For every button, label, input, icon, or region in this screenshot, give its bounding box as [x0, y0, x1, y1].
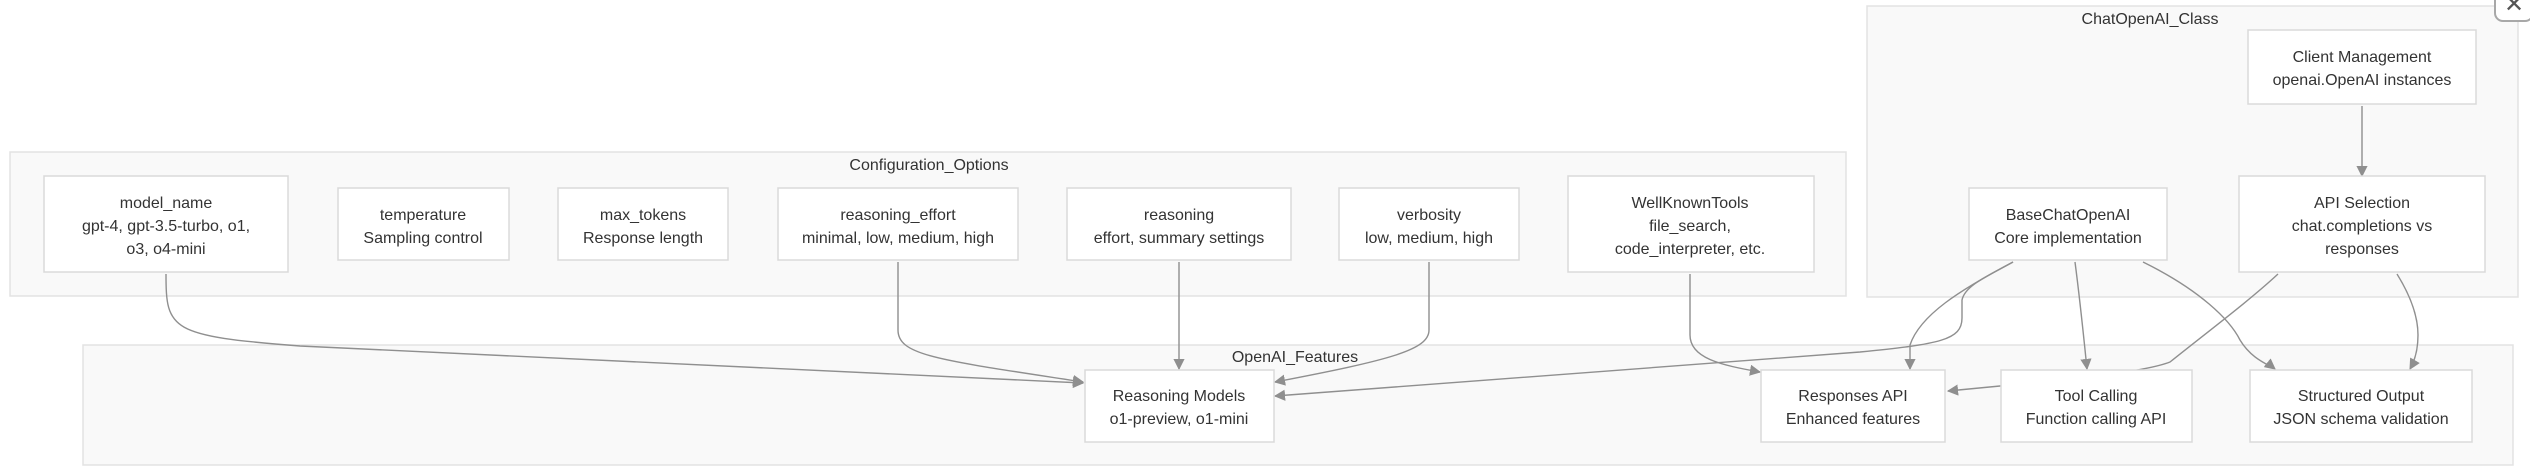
edge-base-to-responses-api	[1904, 261, 2014, 371]
node-model-name-title: model_name	[120, 195, 213, 212]
edge-reasoning-effort-to-reasoning-models	[897, 262, 1085, 387]
node-temperature-line2: Sampling control	[363, 230, 482, 247]
node-structured-output-line2: JSON schema validation	[2273, 411, 2448, 428]
node-max-tokens-line2: Response length	[583, 230, 703, 247]
node-reasoning: reasoning effort, summary settings	[1066, 187, 1292, 261]
edge-api-selection-to-structured-output	[2396, 273, 2420, 370]
node-temperature: temperature Sampling control	[337, 187, 510, 261]
node-verbosity-title: verbosity	[1397, 207, 1461, 224]
node-client-management: Client Management openai.OpenAI instance…	[2247, 29, 2477, 105]
node-reasoning-models-title: Reasoning Models	[1113, 388, 1246, 405]
node-reasoning-models: Reasoning Models o1-preview, o1-mini	[1084, 369, 1275, 443]
cluster-label-configuration-options: Configuration_Options	[849, 157, 1008, 174]
edge-verbosity-to-reasoning-models	[1273, 262, 1430, 386]
node-api-selection: API Selection chat.completions vs respon…	[2238, 175, 2486, 273]
node-responses-api: Responses API Enhanced features	[1760, 369, 1946, 443]
cluster-configuration-options: Configuration_Options	[9, 151, 1847, 297]
node-tool-calling-line2: Function calling API	[2026, 411, 2167, 428]
node-max-tokens-title: max_tokens	[600, 207, 686, 224]
node-base-chat-openai-title: BaseChatOpenAI	[2006, 207, 2131, 224]
node-model-name-line2: gpt-4, gpt-3.5-turbo, o1,	[82, 218, 250, 235]
node-reasoning-line2: effort, summary settings	[1094, 230, 1264, 247]
node-wellknown-tools: WellKnownTools file_search, code_interpr…	[1567, 175, 1815, 273]
edge-base-to-structured-output	[2142, 261, 2276, 370]
node-model-name-line3: o3, o4-mini	[126, 241, 205, 258]
node-client-management-line2: openai.OpenAI instances	[2273, 72, 2452, 89]
node-tool-calling-title: Tool Calling	[2055, 388, 2138, 405]
node-verbosity: verbosity low, medium, high	[1338, 187, 1520, 261]
edge-wellknown-to-responses-api	[1689, 274, 1762, 376]
edge-model-name-to-reasoning-models	[165, 273, 1085, 389]
close-button[interactable]: ✕	[2494, 0, 2530, 22]
node-max-tokens: max_tokens Response length	[557, 187, 729, 261]
node-reasoning-models-line2: o1-preview, o1-mini	[1110, 411, 1249, 428]
node-reasoning-effort: reasoning_effort minimal, low, medium, h…	[777, 187, 1019, 261]
node-verbosity-line2: low, medium, high	[1365, 230, 1493, 247]
node-reasoning-effort-title: reasoning_effort	[840, 207, 956, 224]
node-responses-api-line2: Enhanced features	[1786, 411, 1920, 428]
node-responses-api-title: Responses API	[1798, 388, 1907, 405]
node-model-name: model_name gpt-4, gpt-3.5-turbo, o1, o3,…	[43, 175, 289, 273]
node-base-chat-openai-line2: Core implementation	[1994, 230, 2142, 247]
cluster-label-chatopenai-class: ChatOpenAI_Class	[2082, 11, 2219, 28]
node-api-selection-line2: chat.completions vs	[2292, 218, 2433, 235]
edges	[165, 106, 2420, 401]
cluster-label-openai-features: OpenAI_Features	[1232, 349, 1358, 366]
node-structured-output-title: Structured Output	[2298, 388, 2425, 405]
node-temperature-title: temperature	[380, 207, 466, 224]
node-client-management-title: Client Management	[2293, 49, 2432, 66]
node-wellknown-tools-line2: file_search,	[1649, 218, 1731, 235]
node-wellknown-tools-line3: code_interpreter, etc.	[1615, 241, 1765, 258]
node-api-selection-line3: responses	[2325, 241, 2399, 258]
node-wellknown-tools-title: WellKnownTools	[1631, 195, 1748, 212]
close-icon: ✕	[2504, 0, 2525, 18]
node-base-chat-openai: BaseChatOpenAI Core implementation	[1968, 187, 2168, 261]
node-structured-output: Structured Output JSON schema validation	[2249, 369, 2473, 443]
node-reasoning-effort-line2: minimal, low, medium, high	[802, 230, 994, 247]
node-api-selection-title: API Selection	[2314, 195, 2410, 212]
node-reasoning-title: reasoning	[1144, 207, 1214, 224]
edge-base-to-tool-calling	[2074, 261, 2092, 371]
node-tool-calling: Tool Calling Function calling API	[2000, 369, 2193, 443]
